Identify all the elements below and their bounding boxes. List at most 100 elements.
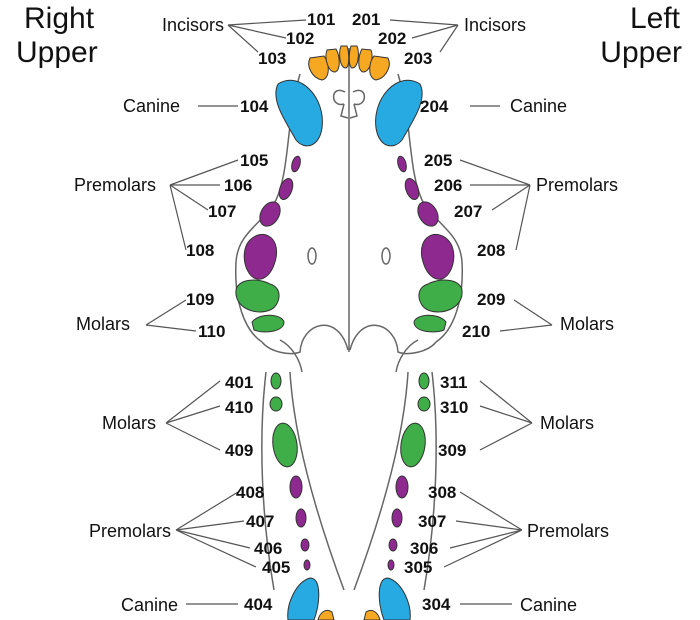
num-105: 105	[240, 151, 268, 170]
label-premolars-upper-right: Premolars	[74, 175, 156, 195]
tooth-409[interactable]	[270, 422, 300, 469]
tooth-209[interactable]	[418, 279, 463, 313]
num-305: 305	[404, 558, 432, 577]
tooth-101[interactable]	[339, 45, 350, 69]
num-102: 102	[286, 29, 314, 48]
tooth-105[interactable]	[290, 155, 302, 173]
tooth-405[interactable]	[303, 559, 311, 571]
corner-right-word: Right	[24, 2, 95, 35]
num-205: 205	[424, 151, 452, 170]
upper-outline-right	[235, 73, 301, 343]
num-207: 207	[454, 202, 482, 221]
tooth-307[interactable]	[391, 508, 403, 528]
num-306: 306	[410, 539, 438, 558]
num-202: 202	[378, 29, 406, 48]
upper-skull-outline	[235, 48, 463, 373]
tooth-311[interactable]	[418, 372, 430, 390]
label-canine-upper-left: Canine	[510, 96, 567, 116]
tooth-406[interactable]	[300, 538, 310, 552]
tooth-109[interactable]	[235, 279, 280, 313]
tooth-205[interactable]	[396, 155, 408, 173]
upper-premolars-right	[243, 155, 302, 280]
tooth-106[interactable]	[277, 177, 296, 202]
num-110: 110	[198, 322, 225, 341]
tooth-408[interactable]	[289, 475, 303, 499]
tooth-201[interactable]	[348, 45, 359, 69]
tooth-110[interactable]	[251, 314, 285, 333]
num-101: 101	[307, 10, 335, 29]
num-204: 204	[420, 97, 449, 116]
tooth-210[interactable]	[413, 314, 447, 333]
label-canine-lower-right: Canine	[121, 595, 178, 615]
num-409: 409	[225, 441, 253, 460]
num-106: 106	[224, 176, 252, 195]
label-premolars-lower-left: Premolars	[527, 521, 609, 541]
num-103: 103	[258, 49, 286, 68]
tooth-401[interactable]	[270, 372, 282, 390]
tooth-305[interactable]	[387, 559, 395, 571]
tooth-104[interactable]	[275, 79, 323, 147]
tooth-407[interactable]	[295, 508, 307, 528]
label-molars-upper-left: Molars	[560, 314, 614, 334]
tooth-308[interactable]	[395, 475, 409, 499]
label-premolars-upper-left: Premolars	[536, 175, 618, 195]
upper-jaw-edge-left	[395, 339, 419, 373]
num-206: 206	[434, 176, 462, 195]
num-401: 401	[225, 373, 253, 392]
lower-mandible-outline	[261, 371, 437, 591]
label-canine-upper-right: Canine	[123, 96, 180, 116]
upper-palate-right	[261, 324, 349, 355]
num-203: 203	[404, 49, 432, 68]
tooth-203[interactable]	[369, 55, 390, 81]
num-307: 307	[418, 512, 446, 531]
num-406: 406	[254, 539, 282, 558]
tooth-103[interactable]	[308, 55, 329, 81]
num-104: 104	[240, 97, 269, 116]
tooth-404[interactable]	[287, 577, 320, 620]
label-premolars-lower-right: Premolars	[89, 521, 171, 541]
mandible-outer-left	[423, 371, 437, 591]
palatine-foramen-right	[307, 247, 317, 265]
tooth-207[interactable]	[414, 198, 443, 230]
num-208: 208	[477, 241, 505, 260]
num-107: 107	[208, 202, 236, 221]
num-310: 310	[440, 398, 468, 417]
upper-palate-left	[349, 324, 437, 355]
tooth-410[interactable]	[269, 396, 283, 412]
tooth-202[interactable]	[358, 48, 373, 73]
tooth-102[interactable]	[325, 48, 340, 73]
corner-upper-word-right: Upper	[16, 36, 98, 69]
leader-lines	[145, 19, 553, 605]
tooth-107[interactable]	[256, 198, 285, 230]
upper-premolars-left	[396, 155, 455, 280]
tooth-304[interactable]	[378, 577, 411, 620]
num-109: 109	[186, 290, 214, 309]
label-incisors-left: Incisors	[464, 15, 526, 35]
tooth-206[interactable]	[403, 177, 422, 202]
incisive-papilla	[332, 89, 366, 106]
num-408: 408	[236, 483, 264, 502]
tooth-306[interactable]	[388, 538, 398, 552]
label-incisors-right: Incisors	[162, 15, 224, 35]
upper-incisors	[308, 45, 390, 81]
num-209: 209	[477, 290, 505, 309]
num-201: 201	[352, 10, 380, 29]
num-407: 407	[246, 512, 274, 531]
label-molars-lower-left: Molars	[540, 413, 594, 433]
tooth-108[interactable]	[243, 234, 278, 280]
tooth-208[interactable]	[420, 234, 455, 280]
palatine-foramen-left	[381, 247, 391, 265]
lower-incisors-partial	[317, 609, 381, 620]
corner-upper-word-left: Upper	[600, 36, 682, 69]
corner-left-word: Left	[630, 2, 681, 35]
papilla-base	[340, 103, 358, 119]
tooth-204[interactable]	[375, 79, 423, 147]
upper-jaw-edge-right	[279, 339, 303, 373]
mandible-outer-right	[261, 371, 275, 591]
num-405: 405	[262, 558, 290, 577]
tooth-309[interactable]	[398, 422, 428, 469]
num-210: 210	[462, 322, 490, 341]
tooth-310[interactable]	[417, 396, 431, 412]
